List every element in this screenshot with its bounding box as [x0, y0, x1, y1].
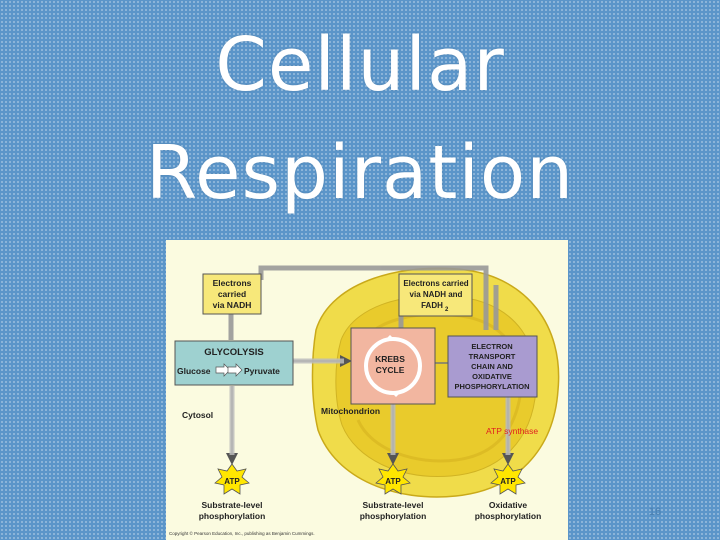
- electrons-nadh-line3: via NADH: [213, 300, 252, 310]
- substrate-level-label-2-line1: Substrate-level: [363, 500, 424, 510]
- etc-line3: CHAIN AND: [471, 362, 513, 371]
- glucose-to-pyruvate-arrows: [215, 363, 243, 377]
- electrons-nadh-box: Electrons carried via NADH: [202, 273, 262, 315]
- atp-label-3: ATP: [500, 477, 516, 486]
- krebs-line2: CYCLE: [376, 365, 405, 375]
- cytosol-label: Cytosol: [182, 410, 213, 420]
- slide-title-line-1: Cellular: [215, 22, 505, 108]
- atp-label-2: ATP: [385, 477, 401, 486]
- etc-line5: PHOSPHORYLATION: [454, 382, 529, 391]
- etc-line4: OXIDATIVE: [472, 372, 512, 381]
- electrons-fadh2-line1: Electrons carried: [403, 279, 468, 288]
- oxidative-label-line2: phosphorylation: [475, 511, 542, 521]
- mitochondrion-label: Mitochondrion: [321, 406, 380, 416]
- substrate-level-label-1-line1: Substrate-level: [202, 500, 263, 510]
- substrate-level-label-2-line2: phosphorylation: [360, 511, 427, 521]
- krebs-line1: KREBS: [375, 354, 405, 364]
- electrons-nadh-fadh2-box: Electrons carried via NADH and FADH 2: [398, 273, 473, 317]
- cellular-respiration-diagram: Electrons carried via NADH Electrons car…: [166, 240, 568, 540]
- atp-synthase-label: ATP synthase: [486, 426, 538, 436]
- atp-label-1: ATP: [224, 477, 240, 486]
- electrons-nadh-line2: carried: [218, 289, 246, 299]
- electrons-nadh-line1: Electrons: [213, 278, 252, 288]
- substrate-level-label-1-line2: phosphorylation: [199, 511, 266, 521]
- atp-star-2: ATP: [375, 463, 411, 495]
- glycolysis-label: GLYCOLYSIS: [204, 347, 264, 358]
- pyruvate-label: Pyruvate: [244, 366, 280, 376]
- slide-page-number: 16: [648, 506, 662, 518]
- oxidative-label-line1: Oxidative: [489, 500, 528, 510]
- etc-line1: ELECTRON: [471, 342, 512, 351]
- glucose-label: Glucose: [177, 366, 211, 376]
- glycolysis-box: GLYCOLYSIS Glucose Pyruvate: [174, 340, 294, 386]
- copyright-text: Copyright © Pearson Education, Inc., pub…: [169, 530, 315, 536]
- atp-star-1: ATP: [214, 463, 250, 495]
- electron-transport-chain-box: ELECTRON TRANSPORT CHAIN AND OXIDATIVE P…: [447, 335, 538, 398]
- krebs-cycle-box: KREBS CYCLE: [350, 327, 436, 405]
- etc-line2: TRANSPORT: [469, 352, 516, 361]
- slide-title-line-2: Respiration: [145, 130, 575, 216]
- electrons-fadh2-line3: FADH: [421, 301, 443, 310]
- electrons-fadh2-line2: via NADH and: [410, 290, 463, 299]
- atp-star-3: ATP: [490, 463, 526, 495]
- fadh2-subscript: 2: [445, 307, 449, 313]
